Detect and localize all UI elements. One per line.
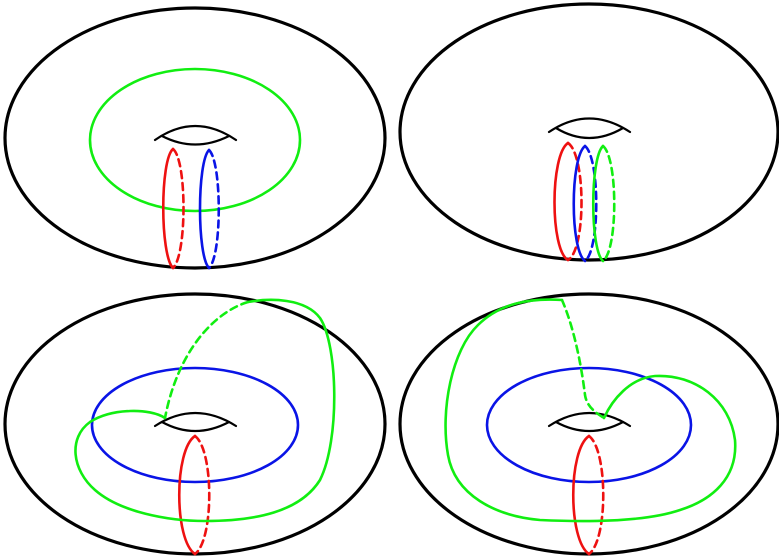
red-meridian-curve	[177, 434, 211, 556]
blue-meridian-curve	[198, 148, 221, 270]
red-meridian-curve	[571, 434, 605, 556]
torus-outline	[3, 6, 387, 270]
panel-top-left	[3, 6, 387, 270]
torus-outline	[3, 292, 387, 556]
torus-hole	[153, 411, 238, 432]
torus-hole	[547, 411, 632, 432]
green-twisted-curve	[444, 298, 737, 523]
blue-longitude-curve	[485, 366, 693, 484]
torus-outline	[398, 292, 779, 556]
green-twisted-curve	[74, 298, 336, 523]
torus-hole	[547, 117, 632, 139]
green-meridian-curve	[591, 144, 616, 263]
blue-longitude-curve	[90, 366, 300, 484]
green-longitude-curve	[88, 67, 302, 213]
torus-outline	[398, 2, 779, 262]
torus-hole	[153, 124, 238, 146]
panel-top-right	[398, 2, 779, 263]
red-meridian-curve	[553, 141, 583, 262]
red-meridian-curve	[161, 147, 185, 270]
panel-bottom-right	[398, 292, 779, 556]
blue-meridian-curve	[572, 144, 598, 263]
panel-bottom-left	[3, 292, 387, 556]
